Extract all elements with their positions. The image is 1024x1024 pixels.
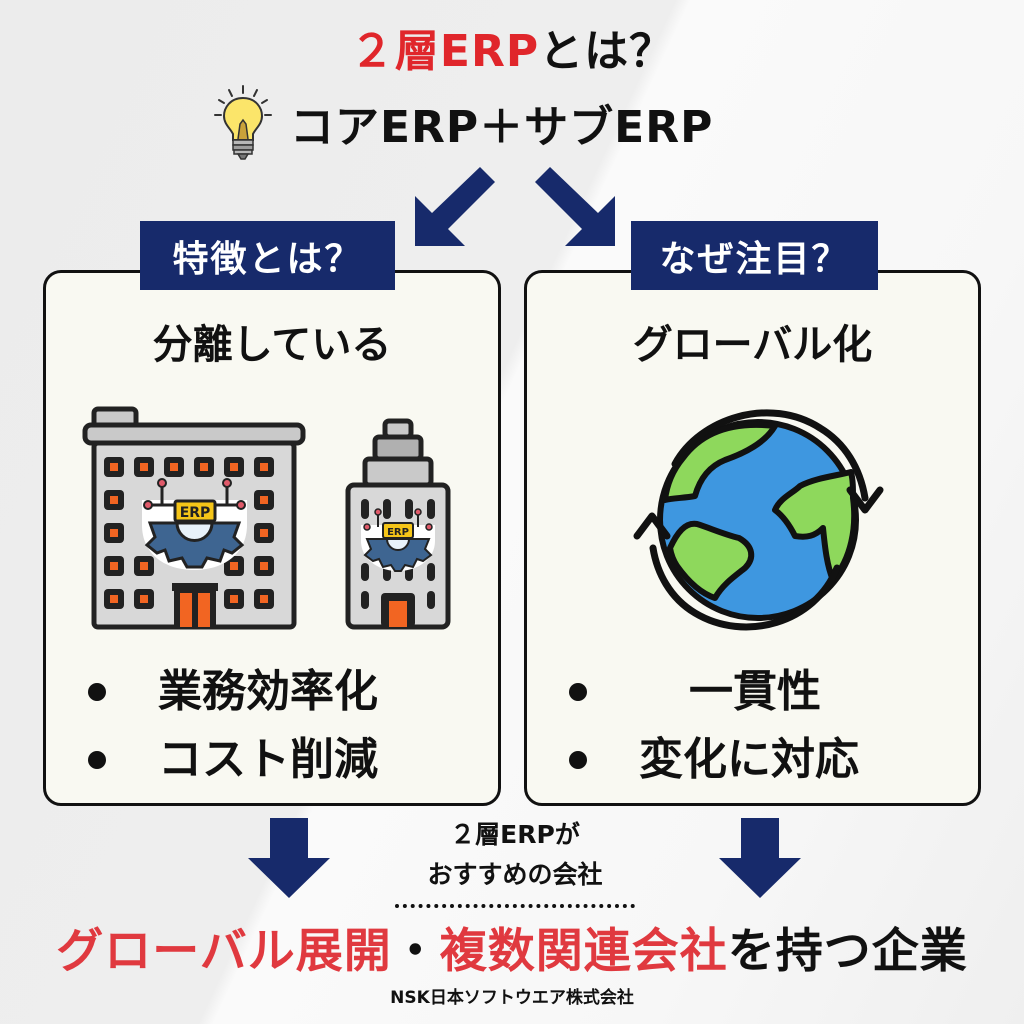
feature-bullet: コスト削減 (88, 730, 378, 790)
reason-bullet: 一貫性 (569, 662, 821, 722)
bullet-text: 一貫性 (689, 666, 821, 717)
reason-bullet: 変化に対応 (569, 730, 859, 790)
arrow-down-left-icon (410, 162, 500, 252)
recommendation-line2: おすすめの会社 (427, 860, 603, 889)
conclusion-text: グローバル展開・複数関連会社を持つ企業 (0, 920, 1024, 984)
small-building-erp-icon: ERP (343, 413, 453, 633)
large-building-erp-icon: ERP (82, 405, 307, 633)
features-tag: 特徴とは？ (140, 221, 395, 290)
globe-rotation-icon (615, 398, 895, 643)
conclusion-affiliates: 複数関連会社 (439, 924, 728, 979)
dotted-divider (395, 904, 635, 908)
lightbulb-icon (212, 84, 274, 162)
conclusion-rest: を持つ企業 (727, 924, 968, 979)
feature-bullet: 業務効率化 (88, 662, 378, 722)
bullet-icon (569, 683, 587, 701)
company-footer: NSK日本ソフトウエア株式会社 (390, 988, 634, 1008)
arrow-down-icon (717, 818, 803, 900)
reasons-heading: グローバル化 (632, 322, 873, 368)
conclusion-separator: ・ (391, 924, 440, 979)
arrow-down-right-icon (530, 162, 620, 252)
bullet-text: 変化に対応 (639, 734, 859, 785)
bullet-text: コスト削減 (158, 734, 378, 785)
recommendation-line1: ２層ERPが (450, 820, 580, 849)
bullet-icon (569, 751, 587, 769)
subtitle: コアERP＋サブERP (290, 102, 714, 153)
title-rest: とは？ (539, 26, 675, 77)
reasons-tag: なぜ注目？ (631, 221, 878, 290)
bullet-text: 業務効率化 (158, 666, 378, 717)
svg-text:ERP: ERP (387, 527, 409, 538)
title-highlight: ２層ERP (349, 26, 540, 77)
page-title: ２層ERPとは？ (0, 22, 1024, 82)
conclusion-global: グローバル展開 (56, 924, 392, 979)
features-heading: 分離している (152, 322, 392, 368)
arrow-down-icon (246, 818, 332, 900)
bullet-icon (88, 683, 106, 701)
bullet-icon (88, 751, 106, 769)
svg-text:ERP: ERP (180, 505, 211, 521)
